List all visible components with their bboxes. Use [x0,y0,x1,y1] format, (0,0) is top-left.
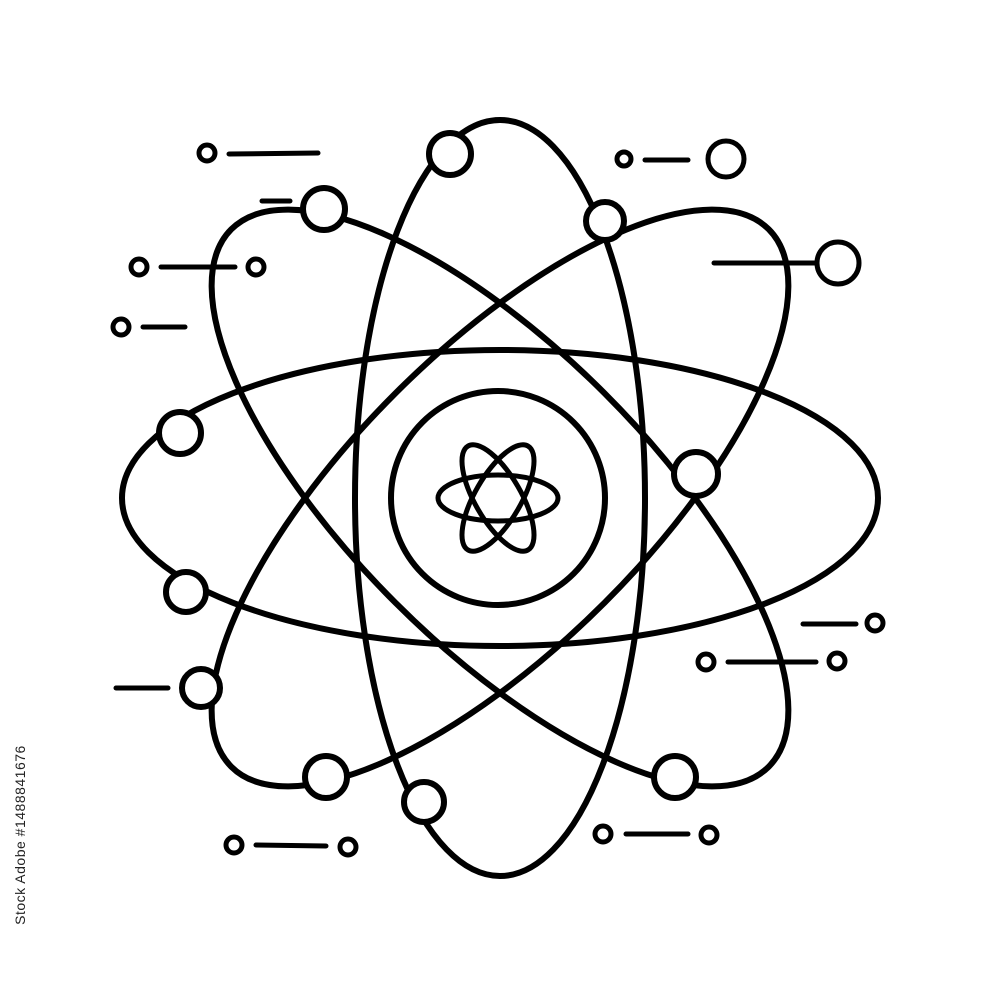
electron-bottom-right [651,753,699,801]
particle-dot [110,316,132,338]
electron-bottom-left-lower [302,753,350,801]
electron-bottom-left [179,666,223,710]
electron-left-lower [163,569,209,615]
electrons [156,130,721,825]
nucleus-ring-outer [388,388,608,608]
particle-dot [826,650,848,672]
particle-dot [196,142,218,164]
particle-dot [592,823,614,845]
orbit-vertical [352,117,648,879]
mini-orbit-3 [459,442,537,554]
particle-dot [337,836,359,858]
electron-top [426,130,474,178]
electron-bottom [401,779,447,825]
particle-electron [705,138,747,180]
particle-dot [695,651,717,673]
particle-dot [245,256,267,278]
electron-right [671,449,721,499]
motion-dash [226,150,321,157]
mini-orbit-1 [435,472,561,524]
particle-dot [128,256,150,278]
particle-dot [864,612,886,634]
stock-id-text: Stock Adobe #1488841676 [12,745,28,925]
stock-id-watermark: Stock Adobe #1488841676 [8,745,32,925]
electron-top-right [583,199,627,243]
particles [110,138,886,858]
orbit-diagonal-right [208,206,792,790]
particle-dot [614,149,634,169]
particle-electron [814,239,862,287]
mini-orbit-2 [459,442,537,554]
nucleus [388,388,608,608]
orbit-horizontal [119,347,881,649]
particle-dot [698,824,720,846]
orbit-rings [119,117,881,879]
electron-left [156,409,204,457]
motion-dash [253,842,329,849]
electron-top-left [300,185,348,233]
particle-dot [223,834,245,856]
orbit-diagonal-left [208,206,792,790]
